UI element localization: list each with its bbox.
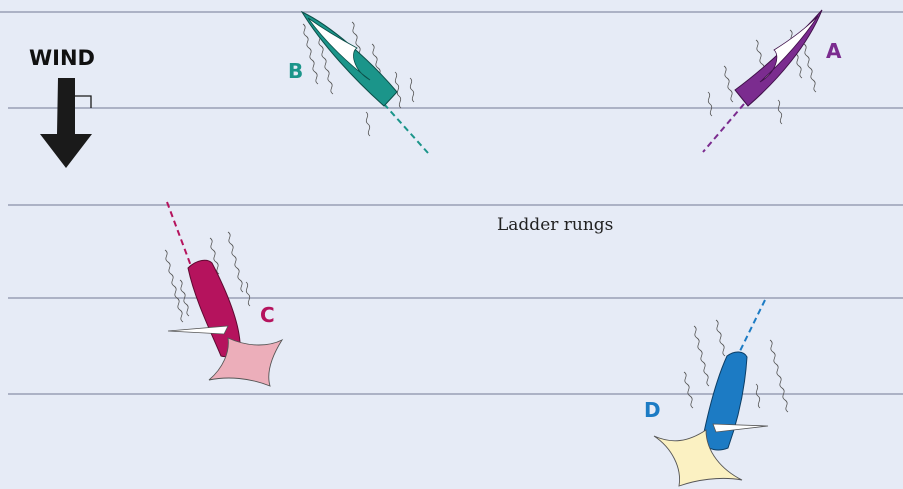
boat-d: D (644, 300, 788, 486)
boat-d-heading-line (738, 300, 765, 355)
boat-c-heading-line (167, 202, 191, 266)
boat-b: B (288, 12, 428, 153)
boat-c: C (165, 202, 282, 386)
boat-a-label: A (826, 39, 842, 63)
boat-b-label: B (288, 59, 303, 83)
boat-d-boom (713, 424, 768, 432)
boat-b-heading-line (384, 104, 428, 153)
wind-arrow-icon (40, 78, 92, 168)
boat-d-label: D (644, 398, 661, 422)
wind-right-angle-icon (75, 96, 91, 108)
wind-label: WIND (29, 46, 95, 70)
boat-c-label: C (260, 303, 275, 327)
boat-a: A (703, 10, 842, 152)
boat-d-hull (702, 352, 747, 450)
boat-a-heading-line (703, 104, 744, 152)
wind-indicator: WIND (29, 46, 95, 168)
ladder-rungs-label: Ladder rungs (497, 215, 613, 235)
boat-c-boom (168, 326, 228, 334)
